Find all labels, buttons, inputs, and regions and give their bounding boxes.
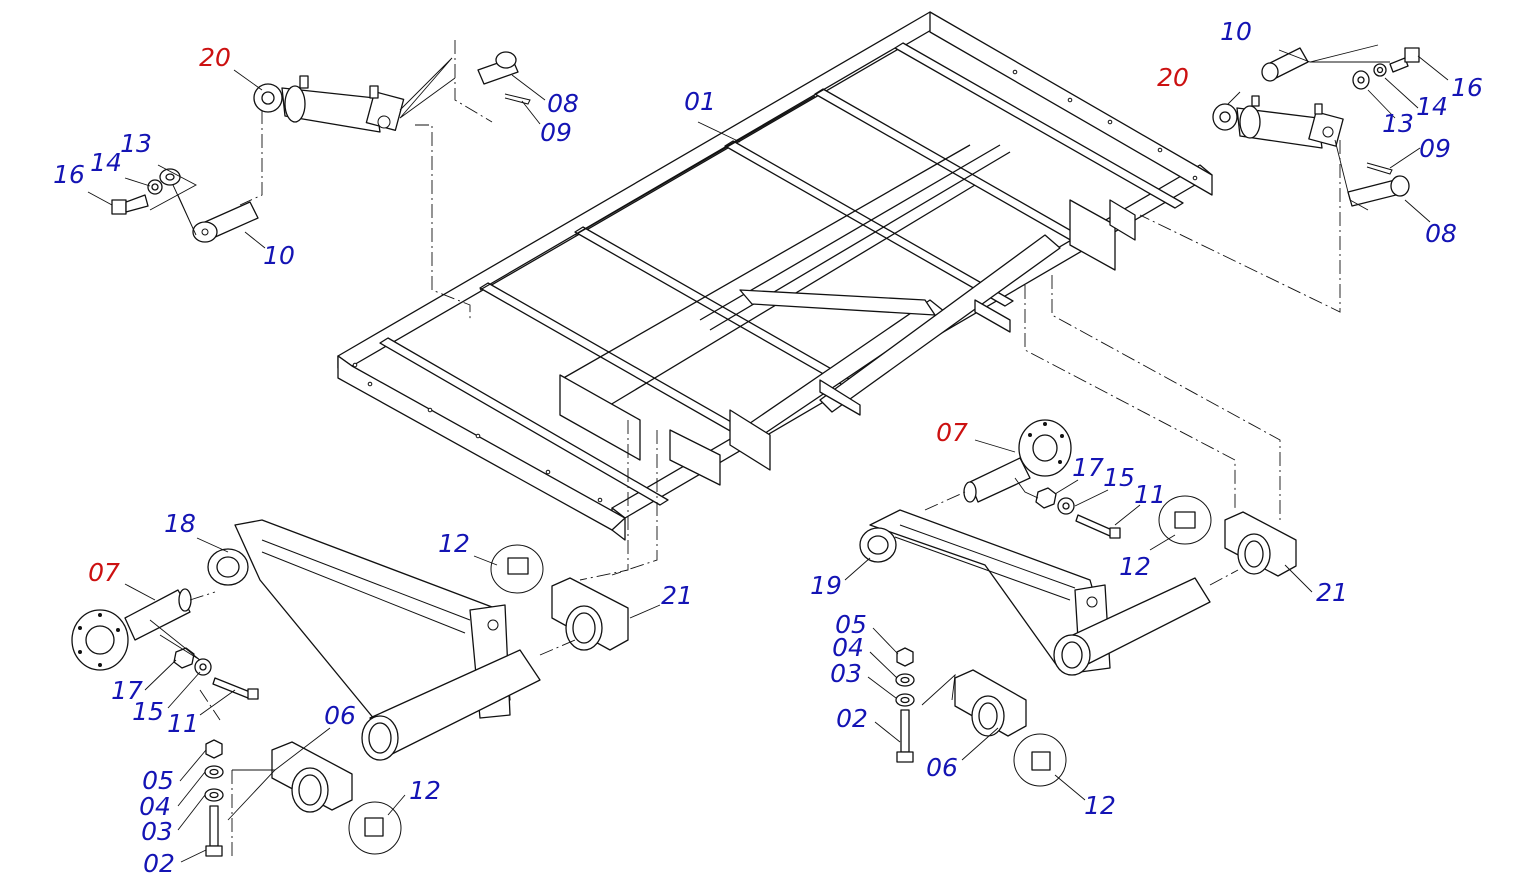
part-label-01: 01 bbox=[684, 87, 716, 116]
bolt-16-left bbox=[111, 194, 149, 215]
part-label-08: 08 bbox=[1425, 219, 1457, 248]
part-label-09: 09 bbox=[1419, 134, 1451, 163]
leader-lines bbox=[87, 44, 1449, 863]
pin-08-right bbox=[1347, 175, 1410, 207]
grease-fitting-12-d bbox=[348, 801, 402, 855]
pin-10-right bbox=[1261, 47, 1309, 82]
grease-fitting-12-b bbox=[1158, 495, 1212, 545]
spindle-right bbox=[963, 419, 1072, 503]
swing-arm-right bbox=[859, 509, 1211, 676]
part-label-06: 06 bbox=[324, 701, 356, 730]
part-label-14: 14 bbox=[90, 148, 122, 177]
nut-17-left bbox=[173, 647, 195, 669]
lock-washer-14-left bbox=[147, 179, 163, 195]
part-label-14: 14 bbox=[1416, 92, 1448, 121]
part-label-09: 09 bbox=[540, 118, 572, 147]
bearing-block-06-right bbox=[954, 669, 1027, 737]
part-label-21: 21 bbox=[661, 581, 693, 610]
part-label-03: 03 bbox=[830, 659, 862, 688]
hydraulic-cylinder-left bbox=[253, 75, 405, 133]
part-label-15: 15 bbox=[1103, 463, 1135, 492]
part-label-06: 06 bbox=[926, 753, 958, 782]
part-label-20: 20 bbox=[1157, 63, 1189, 92]
assembly-lines bbox=[189, 40, 1341, 656]
part-label-12: 12 bbox=[438, 529, 470, 558]
part-label-07: 07 bbox=[936, 418, 968, 447]
swing-arm-left bbox=[207, 519, 541, 761]
bolt-16-right bbox=[1389, 47, 1420, 73]
washer-15-left bbox=[194, 658, 212, 676]
part-label-11: 11 bbox=[1134, 480, 1166, 509]
washer-13-right bbox=[1352, 70, 1370, 90]
grease-fitting-12-a bbox=[490, 544, 544, 594]
part-label-02: 02 bbox=[143, 849, 175, 878]
part-label-11: 11 bbox=[167, 709, 199, 738]
part-label-12: 12 bbox=[1119, 552, 1151, 581]
grease-fitting-12-c bbox=[1013, 733, 1067, 787]
part-label-07: 07 bbox=[88, 558, 120, 587]
part-label-18: 18 bbox=[164, 509, 196, 538]
part-label-16: 16 bbox=[53, 160, 85, 189]
bearing-block-06-left bbox=[271, 741, 353, 813]
part-label-15: 15 bbox=[132, 697, 164, 726]
bearing-block-21-left bbox=[551, 577, 629, 651]
fastener-stack-right bbox=[895, 647, 915, 763]
lock-washer-14-right bbox=[1373, 63, 1387, 77]
part-label-10: 10 bbox=[263, 241, 295, 270]
part-label-04: 04 bbox=[832, 633, 864, 662]
hydraulic-cylinder-right bbox=[1212, 95, 1344, 149]
part-label-04: 04 bbox=[139, 792, 171, 821]
part-label-21: 21 bbox=[1316, 578, 1348, 607]
washer-15-right bbox=[1057, 497, 1075, 515]
part-label-10: 10 bbox=[1220, 17, 1252, 46]
part-label-05: 05 bbox=[142, 766, 174, 795]
part-label-08: 08 bbox=[547, 89, 579, 118]
part-label-05: 05 bbox=[835, 610, 867, 639]
part-label-02: 02 bbox=[836, 704, 868, 733]
cotter-09-right bbox=[1366, 162, 1393, 175]
part-label-20: 20 bbox=[199, 43, 231, 72]
part-label-13: 13 bbox=[1382, 109, 1414, 138]
part-label-12: 12 bbox=[1084, 791, 1116, 820]
main-frame bbox=[337, 11, 1213, 541]
part-label-17: 17 bbox=[1072, 453, 1104, 482]
bolt-11-right bbox=[1075, 514, 1121, 539]
part-label-17: 17 bbox=[111, 676, 143, 705]
part-label-03: 03 bbox=[141, 817, 173, 846]
pin-10-left bbox=[192, 201, 259, 243]
part-label-13: 13 bbox=[120, 129, 152, 158]
bearing-block-21-right bbox=[1224, 511, 1297, 577]
part-label-12: 12 bbox=[409, 776, 441, 805]
spindle-left bbox=[71, 588, 192, 671]
pin-08-left bbox=[477, 51, 519, 85]
cotter-09-left bbox=[504, 93, 531, 105]
fastener-stack-left bbox=[204, 739, 224, 857]
nut-17-right bbox=[1035, 487, 1057, 509]
part-label-19: 19 bbox=[810, 571, 842, 600]
part-label-16: 16 bbox=[1451, 73, 1483, 102]
bolt-11-left bbox=[212, 677, 259, 700]
